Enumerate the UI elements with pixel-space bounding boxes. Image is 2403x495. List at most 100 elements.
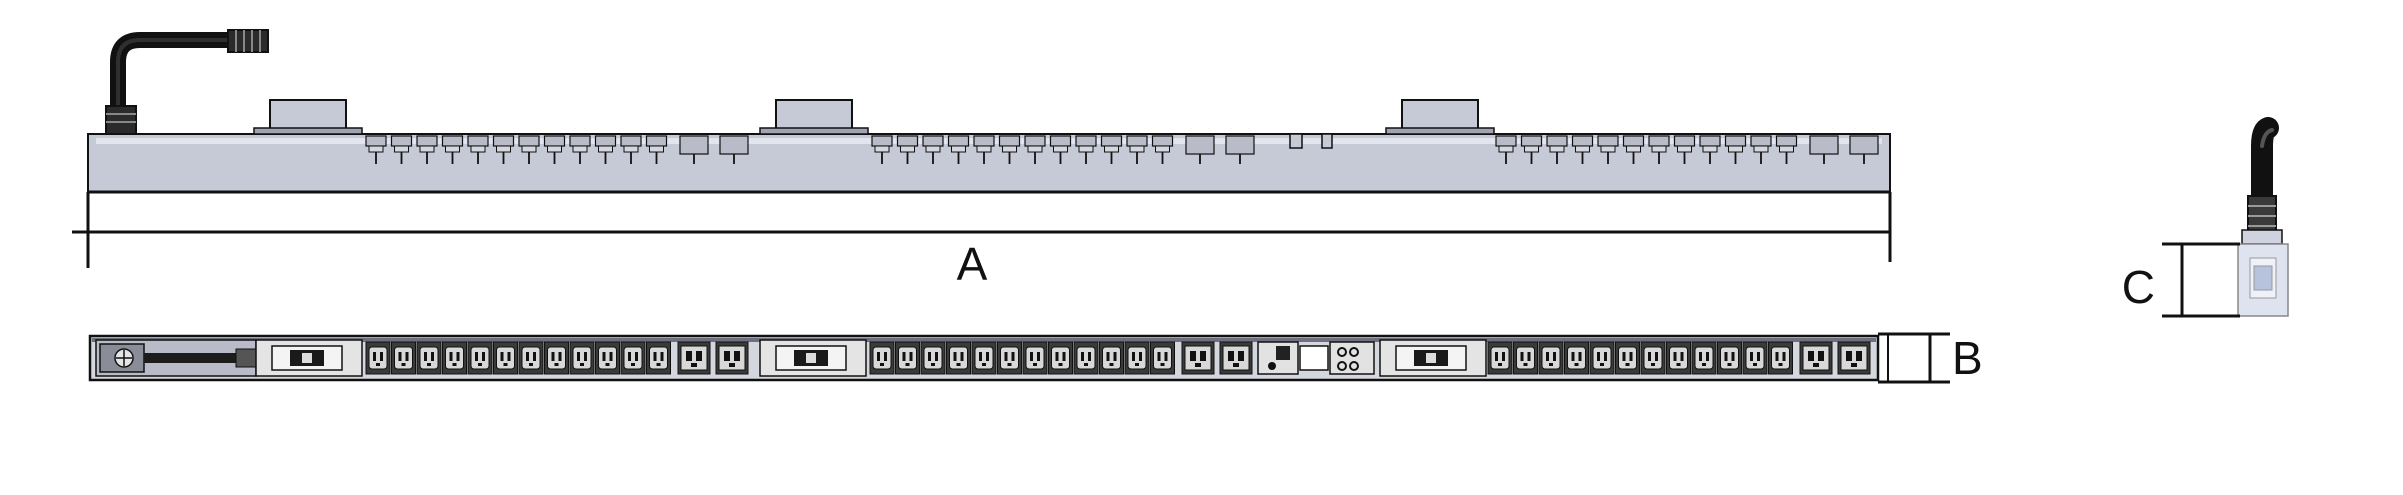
outlet-c19 xyxy=(1799,341,1833,375)
power-cord xyxy=(105,29,269,135)
outlet-c13 xyxy=(920,341,946,375)
side-outlet-c19 xyxy=(679,135,709,164)
outlet-c13 xyxy=(1487,341,1513,375)
outlet-c13 xyxy=(869,341,895,375)
outlet-c13 xyxy=(971,341,997,375)
side-outlet-c13 xyxy=(947,135,970,164)
outlet-c13 xyxy=(946,341,971,375)
side-outlet-c13 xyxy=(1075,135,1097,164)
side-outlet-c13 xyxy=(1571,135,1594,164)
side-outlet-c13 xyxy=(1495,135,1517,164)
outlet-c19 xyxy=(715,341,749,375)
side-outlet-c13 xyxy=(543,135,566,164)
side-outlet-c13 xyxy=(1024,135,1046,164)
outlet-c13 xyxy=(1666,341,1691,375)
side-outlet-c13 xyxy=(467,135,489,164)
outlet-c13 xyxy=(1742,341,1768,375)
outlet-c13 xyxy=(365,341,391,375)
dimension-b-label: B xyxy=(1952,332,1983,384)
monitor-port xyxy=(1289,133,1303,149)
side-outlet-c13 xyxy=(365,135,387,164)
outlet-c13 xyxy=(1640,341,1666,375)
circuit-breaker xyxy=(255,339,363,377)
dimension-a-label: A xyxy=(957,238,988,290)
outlet-c13 xyxy=(1022,341,1048,375)
side-outlet-c13 xyxy=(1049,135,1072,164)
outlet-c19 xyxy=(677,341,711,375)
outlet-c13 xyxy=(1691,341,1717,375)
side-outlet-c13 xyxy=(1546,135,1568,164)
outlet-c13 xyxy=(1150,341,1175,375)
side-outlet-c13 xyxy=(1648,135,1670,164)
side-outlet-c13 xyxy=(1775,135,1798,164)
side-outlet-c13 xyxy=(1520,135,1543,164)
outlet-c13 xyxy=(442,341,467,375)
outlet-c13 xyxy=(416,341,442,375)
outlet-c13 xyxy=(1513,341,1538,375)
circuit-breaker xyxy=(759,339,867,377)
outlet-c13 xyxy=(1589,341,1615,375)
side-outlet-c19 xyxy=(1185,135,1215,164)
breaker-housing xyxy=(1385,99,1495,135)
side-outlet-c13 xyxy=(1673,135,1696,164)
side-outlet-c13 xyxy=(1151,135,1174,164)
side-outlet-c19 xyxy=(719,135,749,164)
side-outlet-c13 xyxy=(594,135,617,164)
side-outlet-c13 xyxy=(973,135,995,164)
monitor-module xyxy=(1257,341,1375,375)
dimension-a: A xyxy=(72,190,1892,290)
outlet-c13 xyxy=(1538,341,1564,375)
outlet-c13 xyxy=(493,341,518,375)
outlet-c13 xyxy=(569,341,595,375)
side-outlet-c13 xyxy=(518,135,540,164)
front-view xyxy=(88,334,1880,382)
side-outlet-c19 xyxy=(1809,135,1839,164)
side-outlet-c13 xyxy=(1100,135,1123,164)
dimension-c: C xyxy=(2122,242,2240,318)
outlet-c13 xyxy=(1099,341,1124,375)
side-outlet-c13 xyxy=(441,135,464,164)
side-outlet-c13 xyxy=(922,135,944,164)
outlet-c19 xyxy=(1837,341,1871,375)
outlet-c13 xyxy=(595,341,620,375)
end-view xyxy=(2237,117,2289,317)
side-outlet-c19 xyxy=(1225,135,1255,164)
side-outlet-c13 xyxy=(645,135,668,164)
breaker-housing xyxy=(253,99,363,135)
outlet-c13 xyxy=(1717,341,1742,375)
outlet-c13 xyxy=(646,341,671,375)
outlet-c13 xyxy=(391,341,416,375)
dimension-b: B xyxy=(1878,332,1983,384)
outlet-c13 xyxy=(895,341,920,375)
side-outlet-c13 xyxy=(569,135,591,164)
outlet-c13 xyxy=(1124,341,1150,375)
side-outlet-c13 xyxy=(492,135,515,164)
outlet-c13 xyxy=(1768,341,1793,375)
side-outlet-c13 xyxy=(1699,135,1721,164)
side-outlet-c13 xyxy=(1750,135,1772,164)
side-outlet-c13 xyxy=(1724,135,1747,164)
side-outlet-c13 xyxy=(998,135,1021,164)
breaker-housing xyxy=(759,99,869,135)
outlet-c13 xyxy=(997,341,1022,375)
side-outlet-c13 xyxy=(896,135,919,164)
side-outlet-c13 xyxy=(620,135,642,164)
side-outlet-c13 xyxy=(416,135,438,164)
outlet-c13 xyxy=(518,341,544,375)
cord-entry xyxy=(95,339,257,377)
monitor-port xyxy=(1321,133,1333,149)
outlet-c13 xyxy=(1073,341,1099,375)
side-outlets xyxy=(365,135,1879,164)
outlet-c13 xyxy=(544,341,569,375)
circuit-breaker xyxy=(1379,339,1487,377)
side-outlet-c13 xyxy=(1622,135,1645,164)
outlet-c13 xyxy=(1048,341,1073,375)
side-outlet-c13 xyxy=(871,135,893,164)
front-outlets xyxy=(255,339,1871,377)
outlet-c13 xyxy=(467,341,493,375)
outlet-c19 xyxy=(1181,341,1215,375)
side-outlet-c13 xyxy=(390,135,413,164)
side-view xyxy=(87,29,1891,193)
outlet-c13 xyxy=(1615,341,1640,375)
